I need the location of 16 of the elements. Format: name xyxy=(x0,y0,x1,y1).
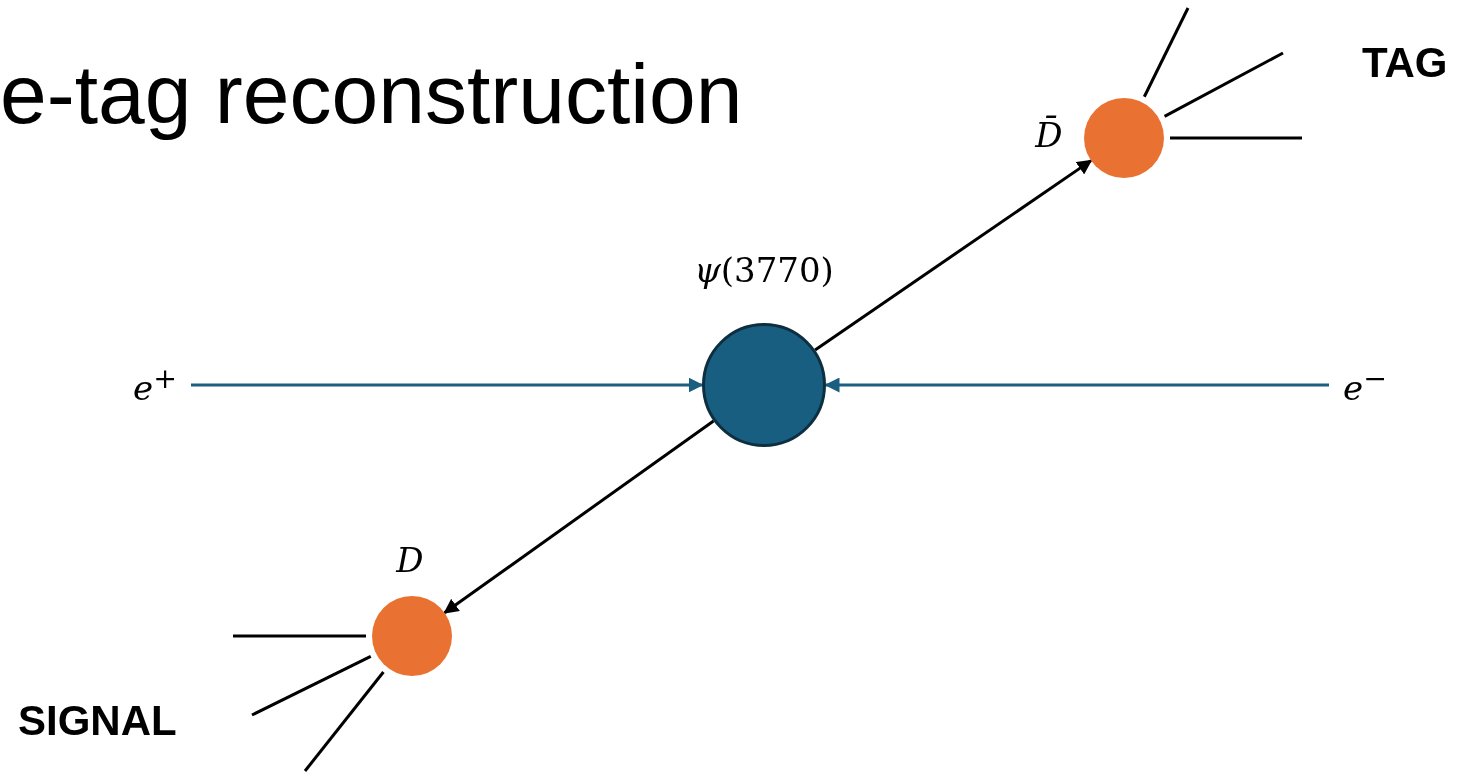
arrow xyxy=(191,377,704,393)
arrow xyxy=(824,377,1329,393)
side-label: TAG xyxy=(1362,42,1448,84)
side-label: SIGNAL xyxy=(18,700,177,742)
particle-label: ψ(3770) xyxy=(694,253,834,287)
particle-label: e$^{−}$ xyxy=(1343,365,1387,406)
particle-label: D xyxy=(396,543,424,577)
arrow xyxy=(443,419,715,614)
decay-track-line xyxy=(251,655,372,717)
decay-track-line xyxy=(1170,136,1302,140)
arrow xyxy=(814,159,1093,352)
decay-track-line xyxy=(1142,7,1190,98)
decay-track-line xyxy=(303,671,385,772)
particle-label: e$^{+}$ xyxy=(133,365,177,406)
decay-track-line xyxy=(1163,51,1284,118)
decay-track-line xyxy=(233,634,366,638)
